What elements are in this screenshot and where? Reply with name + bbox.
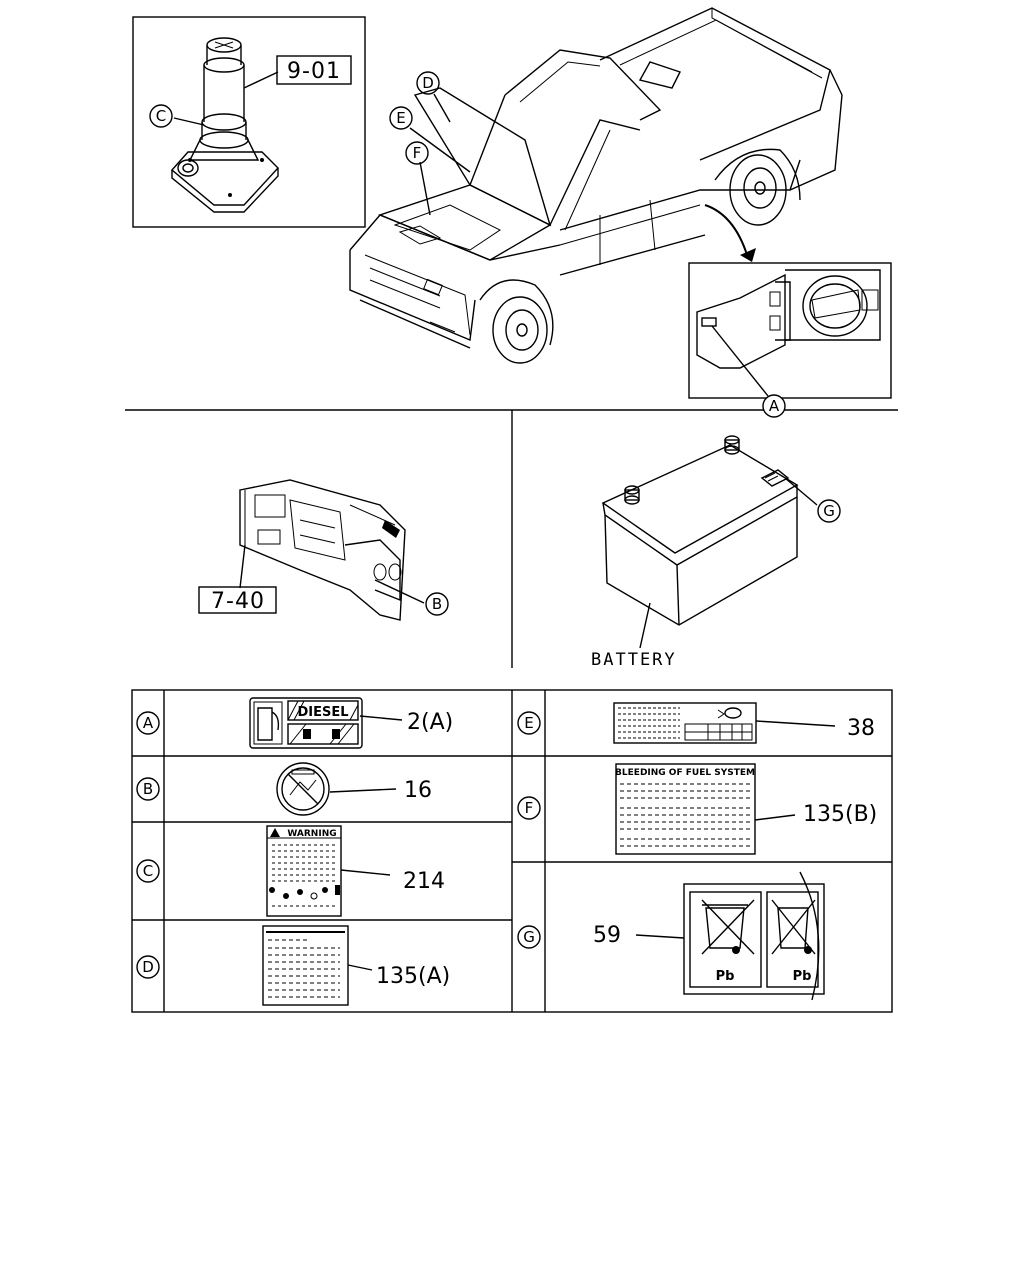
callout-e: E: [389, 106, 413, 130]
label-d-info: [262, 925, 373, 1006]
callout-c-jack: C: [149, 104, 173, 128]
row-key: B: [143, 780, 153, 798]
truck-illustration: [349, 7, 843, 364]
callout-label: F: [413, 144, 422, 162]
part-number-e: 38: [847, 716, 875, 741]
part-number-g: 59: [593, 923, 621, 948]
label-g-text-1: Pb: [716, 969, 735, 984]
label-a-text: DIESEL: [297, 705, 348, 720]
callout-label: A: [769, 397, 780, 415]
ref-jack-text: 9-01: [287, 59, 341, 84]
table-key-g: G: [517, 925, 541, 949]
table-key-a: A: [136, 711, 160, 735]
battery-illustration: [601, 435, 818, 649]
row-key: G: [523, 928, 535, 946]
row-key: F: [525, 799, 534, 817]
label-b-no-entry: [276, 762, 397, 816]
callout-f: F: [405, 141, 429, 165]
label-g-text-2: Pb: [793, 969, 812, 984]
row-key: D: [142, 958, 154, 976]
part-number-b: 16: [404, 778, 432, 803]
table-key-d: D: [136, 955, 160, 979]
table-key-c: C: [136, 859, 160, 883]
part-number-c: 214: [403, 869, 445, 894]
battery-label: BATTERY: [591, 650, 677, 670]
part-number-a: 2(A): [407, 710, 453, 735]
part-number-d: 135(A): [376, 964, 450, 989]
jack-inset: [132, 16, 366, 228]
label-c-text: WARNING: [287, 829, 336, 839]
callout-b-dash: B: [425, 592, 449, 616]
dashboard-illustration: [239, 479, 425, 621]
ref-dash-text: 7-40: [211, 589, 265, 614]
callout-d: D: [416, 71, 440, 95]
label-c-warning: [266, 825, 391, 917]
table-key-f: F: [517, 796, 541, 820]
row-key: C: [143, 862, 153, 880]
callout-label: B: [432, 595, 442, 613]
callout-label: E: [396, 109, 405, 127]
callout-label: D: [422, 74, 434, 92]
part-number-f: 135(B): [803, 802, 877, 827]
callout-label: G: [823, 502, 835, 520]
callout-a-fuel: A: [762, 394, 786, 418]
label-table: [131, 689, 893, 1013]
callout-label: C: [156, 107, 166, 125]
label-g-recycle: [635, 871, 825, 1001]
label-e-info: [613, 702, 836, 744]
callout-g-battery: G: [817, 499, 841, 523]
row-key: A: [143, 714, 154, 732]
table-key-e: E: [517, 711, 541, 735]
row-key: E: [524, 714, 533, 732]
ref-box-jack: [276, 55, 352, 85]
label-a-diesel: [249, 697, 403, 749]
label-f-text: BLEEDING OF FUEL SYSTEM: [615, 768, 755, 778]
label-f-bleeding: [615, 763, 796, 855]
table-key-b: B: [136, 777, 160, 801]
fuel-lid-inset: [688, 262, 892, 399]
ref-box-dash: [198, 586, 277, 614]
